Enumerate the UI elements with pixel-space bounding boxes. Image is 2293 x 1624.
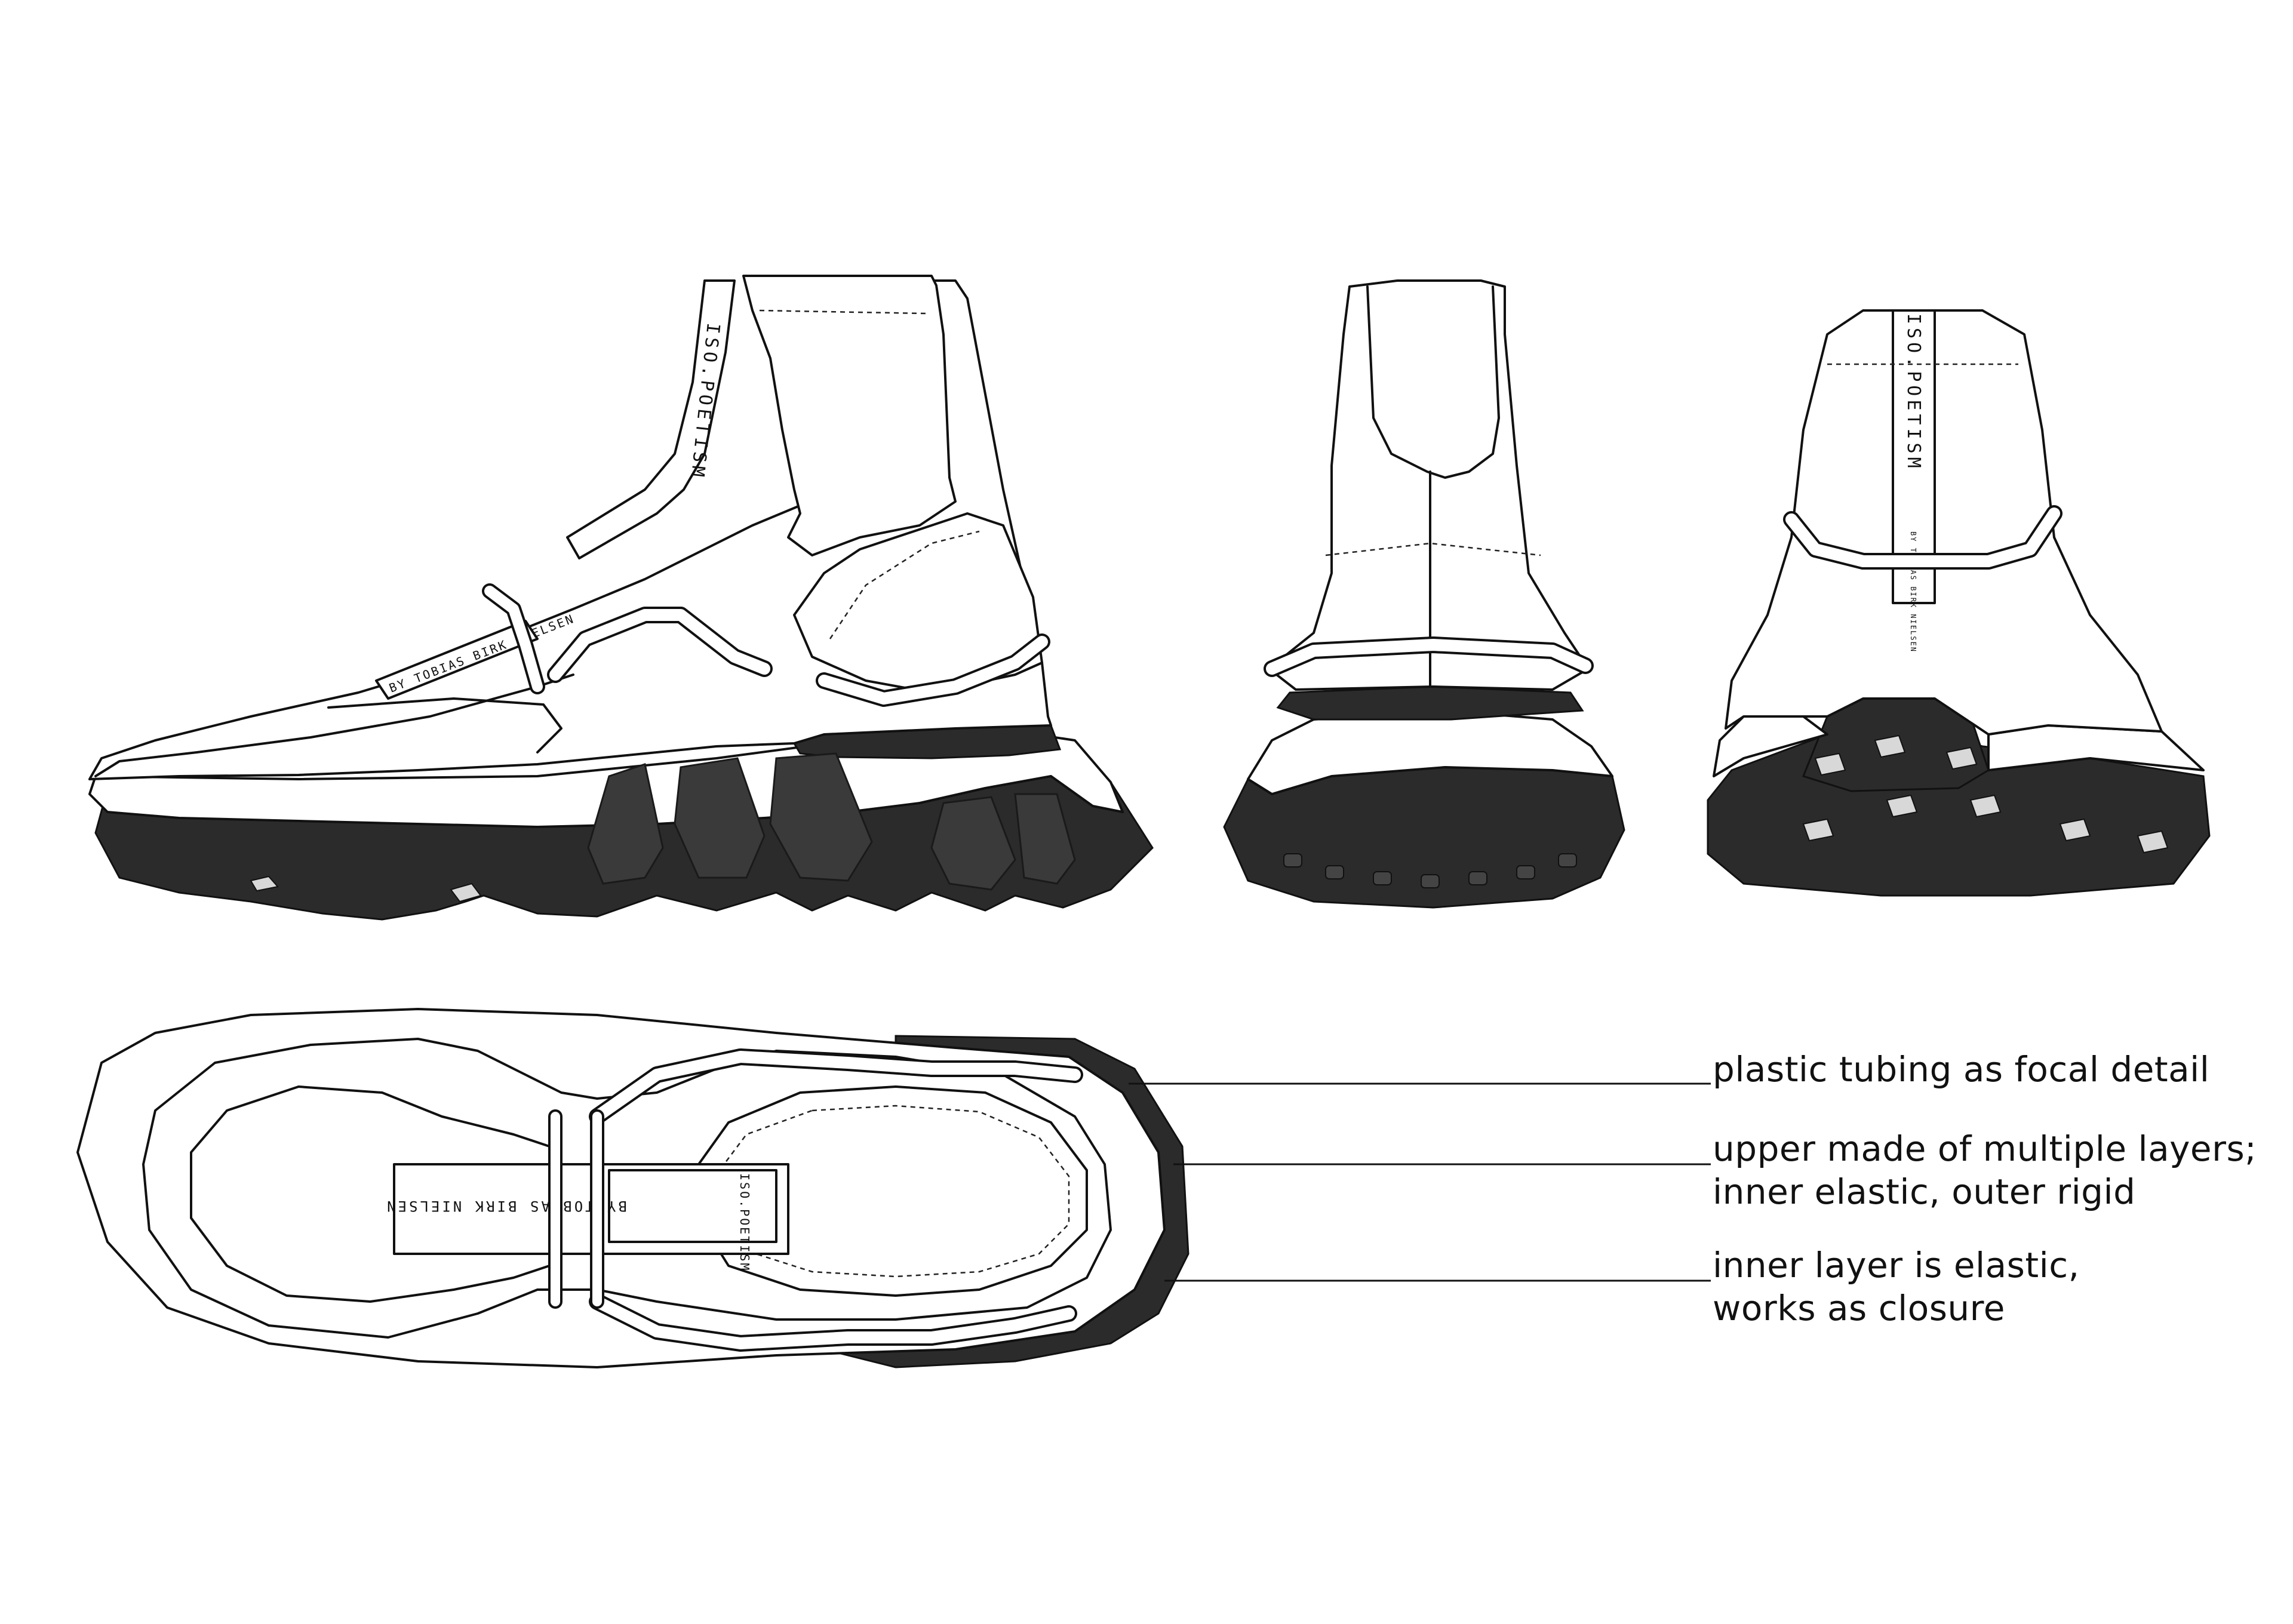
front-view: [1223, 279, 1625, 909]
front-tubing-fill: [1266, 639, 1591, 675]
side-heel-counter: [793, 512, 1043, 694]
front-midsole: [1247, 709, 1613, 795]
side-sole-pod-3: [769, 752, 873, 882]
front-stitch: [1325, 542, 1541, 556]
side-lug-2: [250, 875, 279, 892]
side-byline-strip: [375, 620, 539, 700]
front-collar-line: [1366, 285, 1500, 479]
annotation-3-line-2: works as closure: [1713, 1288, 2005, 1328]
side-view: ISO.POETISM BY TOBIAS BIRK NIELSEN: [88, 275, 1154, 921]
side-tubing-2-fill: [818, 636, 1048, 705]
front-upper: [1268, 279, 1590, 691]
side-vamp-line: [327, 697, 563, 753]
annotation-3-line-1: inner layer is elastic,: [1713, 1245, 2080, 1285]
top-logo-tab: [608, 1169, 777, 1243]
front-heel-band: [1276, 685, 1584, 721]
annotation-plastic-tubing: plastic tubing as focal detail: [1713, 1048, 2209, 1091]
side-tubing-3-fill: [484, 586, 543, 692]
side-tubing-1-fill: [549, 609, 770, 681]
back-heel-pull: [1892, 309, 1936, 604]
annotation-1-line-1: plastic tubing as focal detail: [1713, 1049, 2210, 1090]
top-tubing-upper-fill: [591, 1051, 1081, 1122]
back-byline-text: BY TOBIAS BIRK NIELSEN: [1909, 531, 1917, 653]
back-tubing-fill: [1785, 508, 2060, 567]
back-upper: [1725, 309, 2163, 736]
side-logo-strap: [566, 279, 736, 559]
annotation-inner-layer: inner layer is elastic, works as closure: [1713, 1244, 2080, 1330]
back-view: ISO.POETISM BY TOBIAS BIRK NIELSEN: [1707, 309, 2211, 897]
back-logo-text: ISO.POETISM: [1903, 313, 1924, 472]
front-lugs: [1283, 853, 1577, 888]
side-sock-collar: [742, 275, 957, 556]
top-logo-text: ISO.POETISM: [737, 1173, 752, 1272]
top-byline-text: BY TOBIAS BIRK NIELSEN: [385, 1198, 627, 1214]
top-view: BY TOBIAS BIRK NIELSEN ISO.POETISM: [76, 1008, 1189, 1368]
side-lug-1: [450, 882, 482, 903]
top-tubing-lower-fill: [591, 1296, 1075, 1349]
annotation-2-line-2: inner elastic, outer rigid: [1713, 1171, 2136, 1212]
annotation-upper-layers: upper made of multiple layers; inner ela…: [1713, 1127, 2257, 1213]
annotation-leaders: [1129, 1082, 1711, 1282]
side-sole-pod-5: [1014, 793, 1076, 885]
top-inner-outline: [142, 1038, 1112, 1339]
side-sole-pod-2: [674, 757, 766, 879]
back-lugs: [1802, 734, 2169, 854]
top-strap-bars-fill: [551, 1112, 602, 1306]
side-sole-pod-4: [930, 796, 1016, 891]
side-sole-pod-1: [587, 763, 664, 885]
annotation-2-line-1: upper made of multiple layers;: [1713, 1128, 2257, 1169]
side-collar-stitch: [759, 309, 926, 315]
